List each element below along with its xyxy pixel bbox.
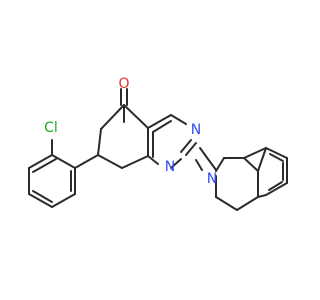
bond (123, 104, 149, 129)
chlorophenyl-group (28, 139, 99, 208)
bond (195, 159, 203, 171)
bond (51, 154, 76, 169)
molecule-canvas: O Cl N N N (28, 76, 288, 211)
bond (265, 147, 288, 159)
chlorine-label: Cl (44, 120, 58, 136)
bond (147, 114, 172, 129)
oxygen-label: O (118, 76, 129, 92)
pyrimidine-ring (147, 114, 197, 169)
bond (97, 128, 102, 156)
bond (185, 142, 197, 156)
bond (265, 182, 288, 196)
carbonyl-group (120, 88, 128, 106)
chemical-structure: O Cl N N N (28, 76, 288, 211)
bond (97, 154, 123, 169)
bond (180, 139, 192, 153)
bond (199, 147, 217, 171)
bond (269, 153, 284, 162)
bond (170, 158, 182, 169)
bond (243, 147, 267, 159)
bond (215, 157, 225, 172)
pyrimidine-nitrogen-lower: N (165, 159, 175, 175)
bond (152, 120, 172, 133)
bond (257, 147, 267, 172)
pyrimidine-nitrogen-upper: N (191, 122, 201, 138)
bond (243, 157, 259, 172)
tetrahydroisoquinoline-group (215, 147, 288, 211)
bond (51, 193, 76, 208)
bond (236, 196, 259, 211)
isoquinoline-nitrogen: N (207, 171, 217, 187)
bond (147, 155, 159, 165)
bond (28, 193, 53, 208)
bond (121, 155, 149, 169)
bond (257, 194, 267, 198)
bond (215, 196, 238, 211)
bond (268, 181, 283, 191)
bond (32, 190, 53, 203)
bond (28, 154, 53, 169)
bond (74, 154, 99, 169)
bond (100, 104, 125, 130)
bond (170, 114, 187, 125)
cyclohexanone-ring (97, 104, 149, 169)
bond (32, 158, 57, 173)
